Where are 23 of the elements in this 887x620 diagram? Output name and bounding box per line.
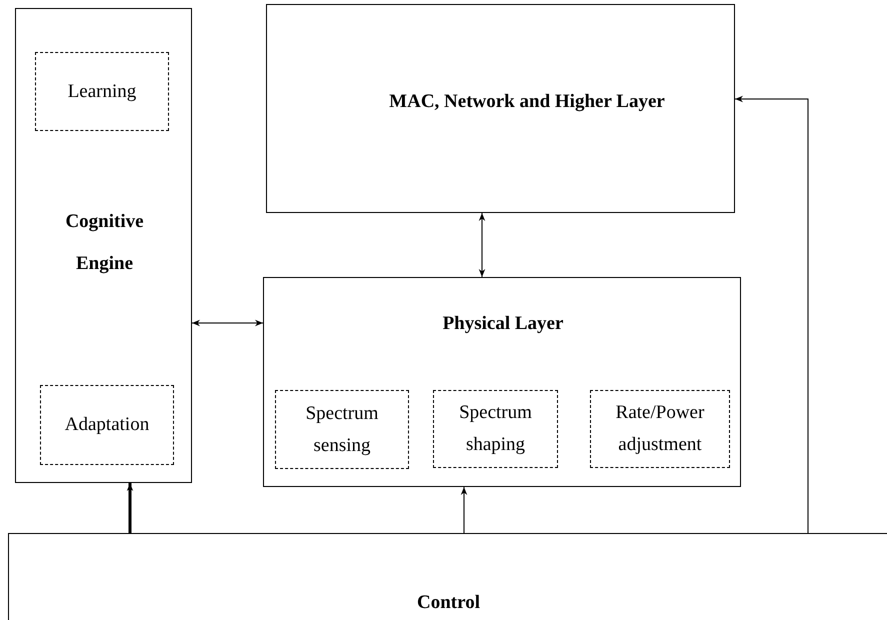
- block-title: Control: [416, 591, 481, 615]
- module-box: [590, 390, 730, 468]
- layer-box: [266, 4, 735, 213]
- module-box: [275, 390, 409, 469]
- module-label: Spectrum shaping: [458, 401, 533, 457]
- layer-box: [263, 277, 741, 487]
- block-title: Cognitive Engine: [64, 210, 145, 276]
- arrow: [460, 486, 468, 534]
- module-label: Learning: [66, 80, 138, 104]
- arrow: [478, 212, 486, 278]
- arrow: [192, 320, 264, 326]
- engine-box: [15, 8, 192, 483]
- module-box: [433, 390, 558, 468]
- block-title: Physical Layer: [442, 312, 564, 336]
- arrow: [734, 96, 808, 534]
- module-label: Rate/Power adjustment: [614, 401, 706, 457]
- module-label: Spectrum sensing: [304, 402, 380, 458]
- arrow: [126, 483, 134, 533]
- module-label: Adaptation: [64, 413, 150, 437]
- control-box: [8, 533, 887, 620]
- block-title: MAC, Network and Higher Layer: [388, 90, 666, 114]
- module-box: [40, 385, 174, 465]
- module-box: [35, 52, 169, 131]
